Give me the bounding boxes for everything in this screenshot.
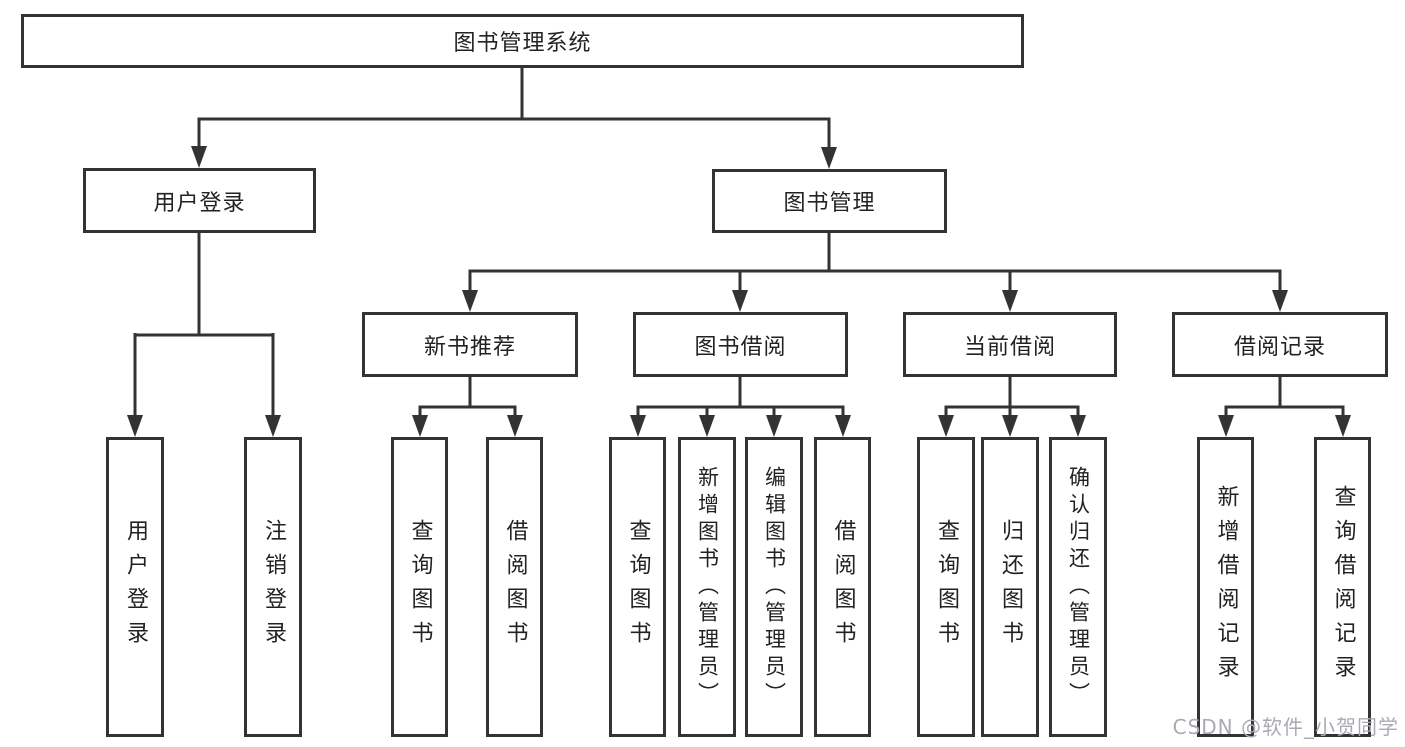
leaf-add-books-admin: 新增图书（管理员） — [678, 437, 736, 737]
watermark: CSDN @软件_小贺同学 — [1172, 715, 1399, 739]
node-label: 新增借阅记录 — [1213, 485, 1239, 689]
node-label: 借阅记录 — [1233, 334, 1326, 360]
arrowhead-icons — [127, 146, 1351, 437]
node-borrow-records: 借阅记录 — [1172, 312, 1388, 377]
node-label: 借阅图书 — [502, 519, 528, 655]
leaf-query-books-current: 查询图书 — [917, 437, 975, 737]
node-book-borrow: 图书借阅 — [633, 312, 848, 377]
node-label: 用户登录 — [123, 519, 148, 655]
leaf-add-borrow-record: 新增借阅记录 — [1197, 437, 1254, 737]
leaf-edit-books-admin: 编辑图书（管理员） — [745, 437, 803, 737]
leaf-query-books-borrow: 查询图书 — [609, 437, 666, 737]
leaf-borrow-books-recommend: 借阅图书 — [486, 437, 543, 737]
leaf-user-login: 用户登录 — [106, 437, 164, 737]
node-label: 编辑图书（管理员） — [762, 465, 787, 709]
node-label: 确认归还（管理员） — [1066, 465, 1091, 709]
node-label: 图书借阅 — [694, 334, 787, 360]
leaf-confirm-return-admin: 确认归还（管理员） — [1049, 437, 1107, 737]
node-current-borrow: 当前借阅 — [903, 312, 1117, 377]
node-label: 图书管理 — [783, 191, 876, 216]
node-label: 查询图书 — [934, 519, 959, 655]
node-new-book-recommend: 新书推荐 — [362, 312, 578, 377]
node-label: 查询图书 — [407, 519, 433, 655]
leaf-return-books: 归还图书 — [981, 437, 1039, 737]
leaf-query-borrow-record: 查询借阅记录 — [1314, 437, 1371, 737]
node-label: 图书管理系统 — [453, 31, 592, 56]
leaf-query-books-recommend: 查询图书 — [391, 437, 448, 737]
node-label: 用户登录 — [153, 190, 246, 216]
node-label: 新增图书（管理员） — [695, 465, 720, 709]
leaf-borrow-books: 借阅图书 — [814, 437, 871, 737]
node-root-system: 图书管理系统 — [21, 14, 1024, 68]
node-label: 查询借阅记录 — [1330, 485, 1356, 689]
leaf-logout-login: 注销登录 — [244, 437, 302, 737]
node-label: 归还图书 — [998, 519, 1023, 655]
node-label: 新书推荐 — [423, 334, 516, 360]
node-label: 借阅图书 — [830, 519, 856, 655]
node-label: 查询图书 — [625, 519, 651, 655]
node-user-login: 用户登录 — [83, 168, 316, 233]
node-book-management: 图书管理 — [712, 169, 947, 233]
node-label: 当前借阅 — [963, 334, 1056, 360]
node-label: 注销登录 — [261, 519, 286, 655]
